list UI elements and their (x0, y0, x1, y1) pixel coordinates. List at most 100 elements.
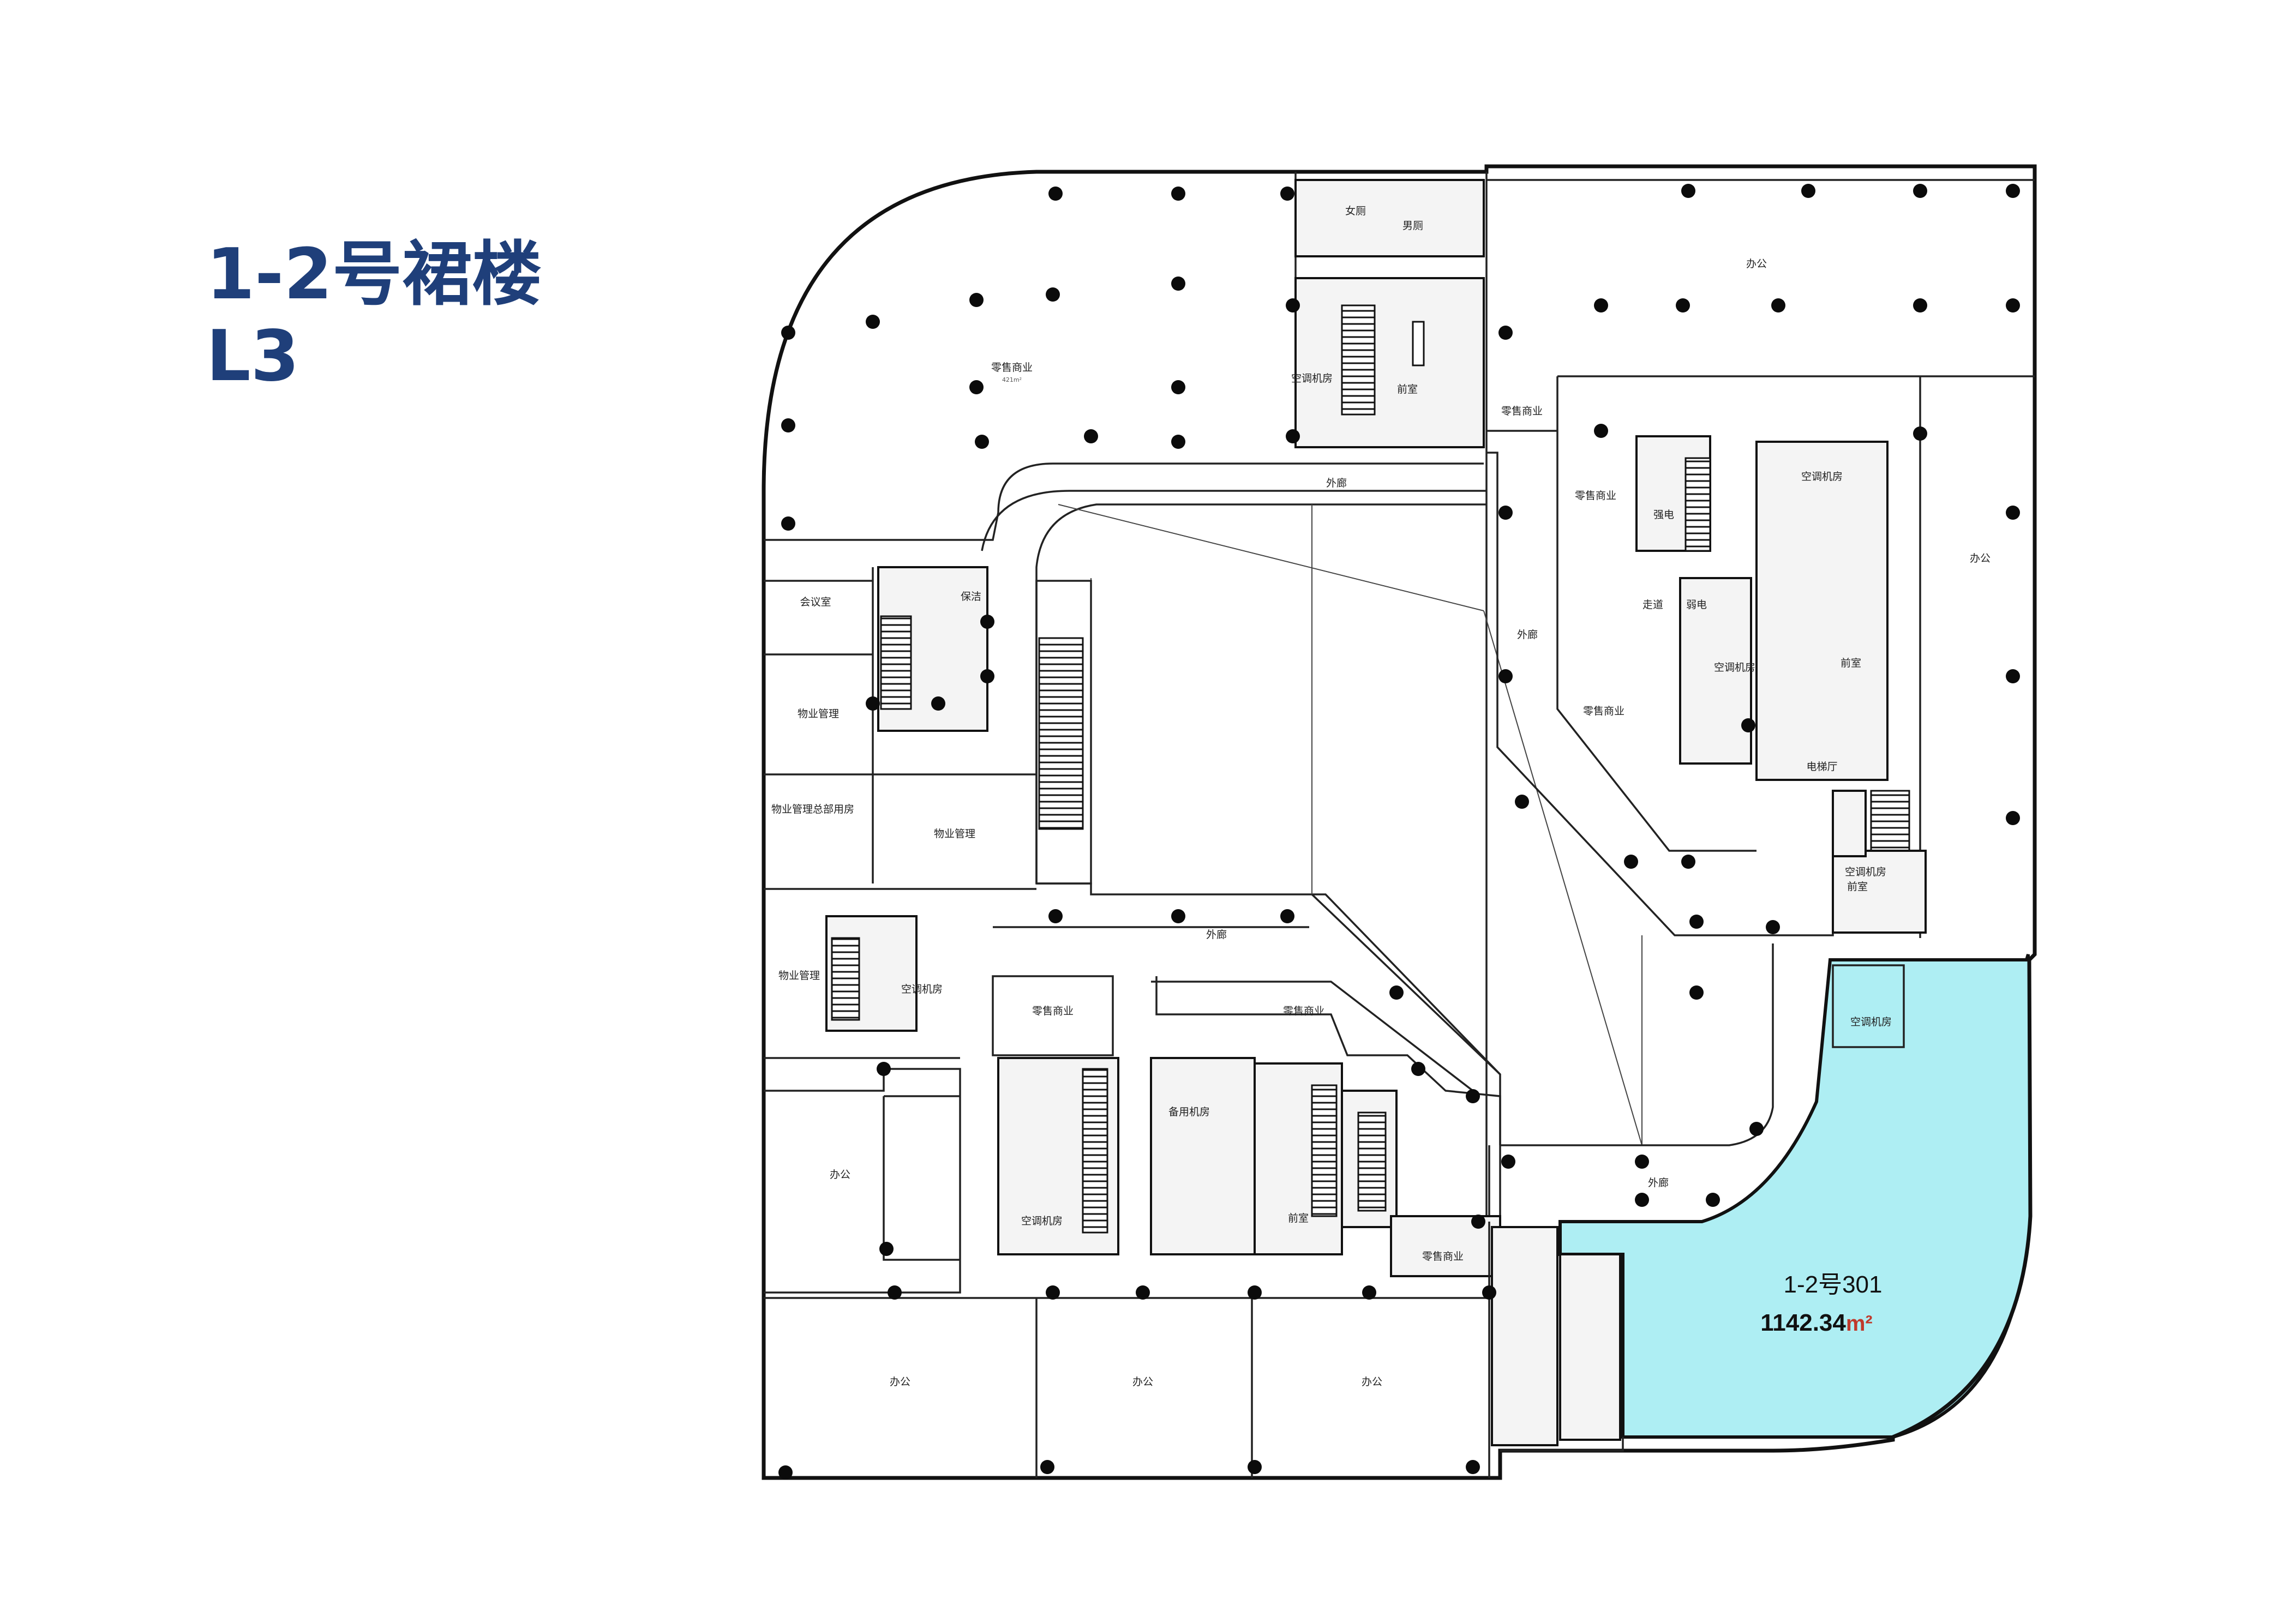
column (1466, 1460, 1480, 1474)
column (1498, 326, 1513, 340)
column (1046, 1285, 1060, 1300)
column (1248, 1285, 1262, 1300)
label-retail-mid-a: 零售商业 (1032, 1005, 1074, 1017)
column (1515, 795, 1529, 809)
label-retail-ne-b: 零售商业 (1583, 705, 1624, 717)
column (1689, 915, 1704, 929)
column (781, 326, 795, 340)
label-corridor-mid: 外廊 (1206, 929, 1227, 941)
column (2006, 811, 2020, 825)
label-front-room-a: 前室 (1841, 657, 1861, 669)
column (1471, 1215, 1485, 1229)
column (1681, 855, 1695, 869)
label-stairs: 走道 (1642, 599, 1663, 611)
label-retail-nw: 零售商业 (991, 362, 1033, 374)
column (2006, 506, 2020, 520)
column (1171, 276, 1185, 291)
column (1136, 1285, 1150, 1300)
column (1389, 985, 1404, 1000)
column (879, 1242, 894, 1256)
column (969, 293, 984, 307)
label-office-s1: 办公 (890, 1376, 910, 1388)
column (1248, 1460, 1262, 1474)
column (1040, 1460, 1054, 1474)
column (1594, 298, 1608, 312)
column (1913, 426, 1927, 441)
label-property-mgmt-a: 物业管理 (798, 708, 839, 720)
label-retail-s-small: 零售商业 (1422, 1251, 1464, 1263)
label-cleaning: 保洁 (961, 591, 981, 603)
column (1766, 920, 1780, 934)
column (1676, 298, 1690, 312)
label-hvac-2: 空调机房 (1714, 662, 1755, 674)
highlighted-unit-fill (1558, 958, 2033, 1439)
column (1048, 909, 1063, 923)
escalator (1038, 637, 1084, 830)
label-retail-ne-a: 零售商业 (1575, 490, 1616, 502)
column (2006, 669, 2020, 683)
label-corridor-se: 外廊 (1648, 1177, 1669, 1189)
column (1801, 184, 1815, 198)
label-office-ne-top: 办公 (1746, 258, 1767, 270)
column (1171, 435, 1185, 449)
label-corridor-top: 外廊 (1326, 477, 1347, 489)
label-elev-hall: 电梯厅 (1806, 761, 1837, 773)
column (1482, 1285, 1496, 1300)
column (1171, 909, 1185, 923)
retail-nw-boundary (764, 462, 1484, 541)
column (1286, 429, 1300, 443)
room-labels: 零售商业 421m² 外廊 办公 办公 零售商业 零售商业 零售商业 外廊 空调… (771, 205, 1991, 1388)
column (931, 696, 945, 711)
column (1362, 1285, 1376, 1300)
column (1048, 187, 1063, 201)
label-hvac-4: 空调机房 (1850, 1016, 1892, 1028)
column (778, 1465, 793, 1480)
label-retail-ne-small: 零售商业 (1501, 405, 1543, 417)
column (866, 315, 880, 329)
column (1624, 855, 1638, 869)
svg-text:421m²: 421m² (1002, 376, 1022, 383)
floor-level-label: L3 (206, 316, 299, 397)
label-meeting: 会议室 (800, 596, 831, 608)
label-strong: 强电 (1653, 509, 1674, 521)
column (1706, 1193, 1720, 1207)
column (1084, 429, 1098, 443)
label-hvac-6: 空调机房 (901, 983, 943, 995)
column (1741, 718, 1755, 732)
column (888, 1285, 902, 1300)
column (877, 1062, 891, 1076)
column (1689, 985, 1704, 1000)
column (1635, 1155, 1649, 1169)
column (781, 418, 795, 432)
unit-area-value: 1142.34m² (1760, 1309, 1873, 1336)
column (1411, 1062, 1425, 1076)
unit-number-label: 1-2号301 (1783, 1271, 1882, 1298)
column (1749, 1122, 1764, 1136)
column (1771, 298, 1785, 312)
label-property-mgmt-b: 物业管理 (934, 828, 975, 840)
column (975, 435, 989, 449)
label-front-room-d: 前室 (1288, 1212, 1309, 1224)
structural-columns (778, 184, 2020, 1480)
column (980, 615, 994, 629)
label-hvac-core: 空调机房 (1021, 1215, 1063, 1227)
column (1466, 1089, 1480, 1103)
label-front-room-b: 前室 (1847, 881, 1868, 893)
building-outline (762, 164, 2037, 1480)
column (1913, 298, 1927, 312)
label-property-mgmt-c: 物业管理 (778, 970, 820, 982)
label-hvac-1: 空调机房 (1801, 471, 1843, 483)
column (2006, 184, 2020, 198)
column (1046, 287, 1060, 302)
label-retail-mid-b: 零售商业 (1283, 1005, 1324, 1017)
label-office-s3: 办公 (1362, 1376, 1382, 1388)
page-title: 1-2号裙楼 (206, 234, 542, 315)
column (1286, 298, 1300, 312)
column (866, 696, 880, 711)
column (1171, 380, 1185, 394)
column (1498, 506, 1513, 520)
column (1594, 424, 1608, 438)
column (969, 380, 984, 394)
label-backup-room: 备用机房 (1168, 1106, 1210, 1118)
